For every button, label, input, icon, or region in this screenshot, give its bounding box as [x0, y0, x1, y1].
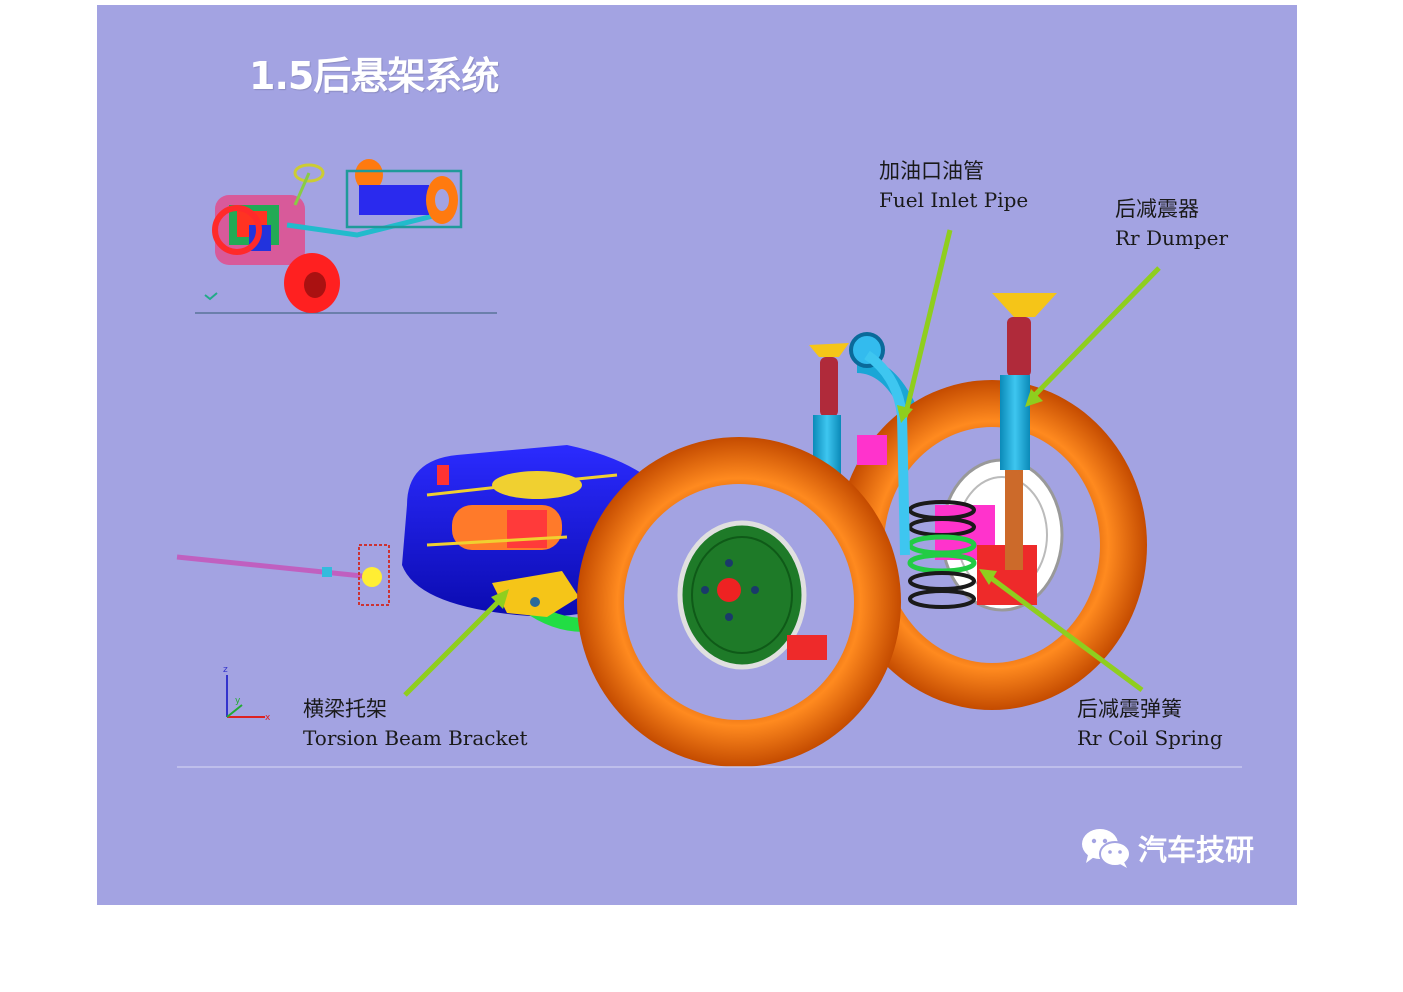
- callout-zh: 横梁托架: [303, 697, 387, 721]
- rear-coil-spring: [907, 500, 977, 609]
- axis-y-label: y: [235, 696, 241, 706]
- callout-rr-coil-spring: 后减震弹簧 Rr Coil Spring: [1077, 695, 1223, 753]
- leader-torsion-beam-bracket: [403, 593, 507, 697]
- callout-en: Rr Coil Spring: [1077, 726, 1223, 750]
- callout-torsion-beam-bracket: 横梁托架 Torsion Beam Bracket: [303, 695, 527, 753]
- callout-zh: 后减震弹簧: [1077, 697, 1182, 721]
- callout-zh: 后减震器: [1115, 197, 1199, 221]
- rear-dumper: [992, 293, 1057, 570]
- axis-z-label: z: [223, 665, 228, 675]
- axis-triad: z y x: [223, 665, 271, 723]
- wechat-icon: [1082, 829, 1131, 868]
- slide-title: 1.5后悬架系统: [249, 54, 499, 98]
- leader-fuel-inlet-pipe: [902, 229, 953, 418]
- callout-rr-dumper: 后减震器 Rr Dumper: [1115, 195, 1228, 253]
- callout-en: Torsion Beam Bracket: [303, 726, 528, 750]
- callout-fuel-inlet-pipe: 加油口油管 Fuel Inlet Pipe: [879, 157, 1028, 215]
- rear-wheel-left: [577, 437, 901, 767]
- leader-rr-coil-spring: [985, 572, 1144, 693]
- brand-name: 汽车技研: [1138, 833, 1255, 867]
- torsion-rod: [176, 544, 390, 606]
- slide: 1.5后悬架系统: [97, 5, 1297, 905]
- brand-watermark: 汽车技研: [1080, 827, 1254, 869]
- wheel-hub: [677, 520, 807, 670]
- leader-rr-dumper: [1028, 266, 1161, 402]
- suspension-diagram: z y x: [176, 159, 1242, 768]
- leader-lines: [403, 229, 1161, 697]
- inset-vehicle-overview: [195, 159, 497, 314]
- axis-x-label: x: [265, 713, 271, 723]
- inset-highlight-frame: [345, 169, 463, 229]
- callout-en: Rr Dumper: [1115, 226, 1229, 250]
- torsion-beam-bracket: [492, 571, 579, 617]
- callout-en: Fuel Inlet Pipe: [879, 188, 1029, 212]
- callout-zh: 加油口油管: [879, 159, 984, 183]
